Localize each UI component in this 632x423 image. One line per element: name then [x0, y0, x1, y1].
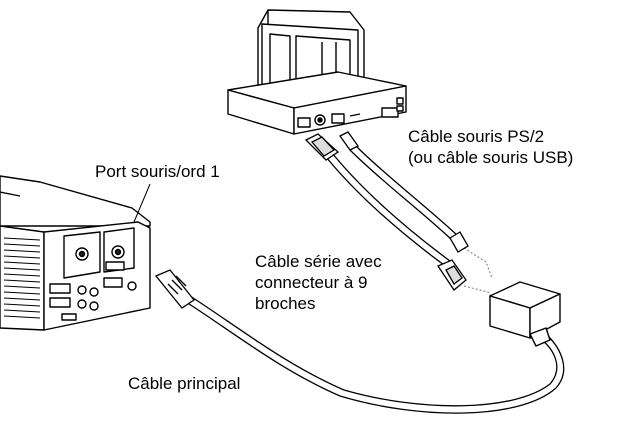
label-serial-cable: Câble série avec connecteur à 9 broches: [255, 251, 382, 314]
label-ps2-line2: (ou câble souris USB): [408, 148, 574, 167]
projector-illustration: [0, 175, 151, 331]
label-ps2-line1: Câble souris PS/2: [408, 127, 545, 146]
projector-vents: [3, 237, 41, 319]
label-serial-line2: connecteur à 9: [255, 273, 368, 292]
ps2-mouse-cable: [349, 145, 459, 241]
label-port-souris: Port souris/ord 1: [95, 161, 220, 182]
adapter-leads: [463, 247, 495, 301]
main-cable-plug: [154, 269, 195, 309]
adapter-box: [489, 281, 561, 347]
ps2-plug-computer: [339, 131, 359, 151]
serial-connector-computer: [304, 133, 340, 161]
ps2-plug-adapter: [449, 231, 469, 253]
serial-cable: [321, 147, 455, 269]
computer-illustration: [227, 9, 407, 135]
port-leader-line: [133, 183, 151, 223]
label-main-text: Câble principal: [128, 374, 241, 393]
serial-connector-adapter: [437, 259, 467, 291]
label-ps2-cable: Câble souris PS/2 (ou câble souris USB): [408, 126, 573, 168]
label-serial-line1: Câble série avec: [255, 252, 382, 271]
label-main-cable: Câble principal: [128, 373, 240, 394]
label-serial-line3: broches: [255, 294, 316, 313]
label-port-text: Port souris/ord 1: [95, 162, 220, 181]
main-cable: [185, 295, 565, 414]
